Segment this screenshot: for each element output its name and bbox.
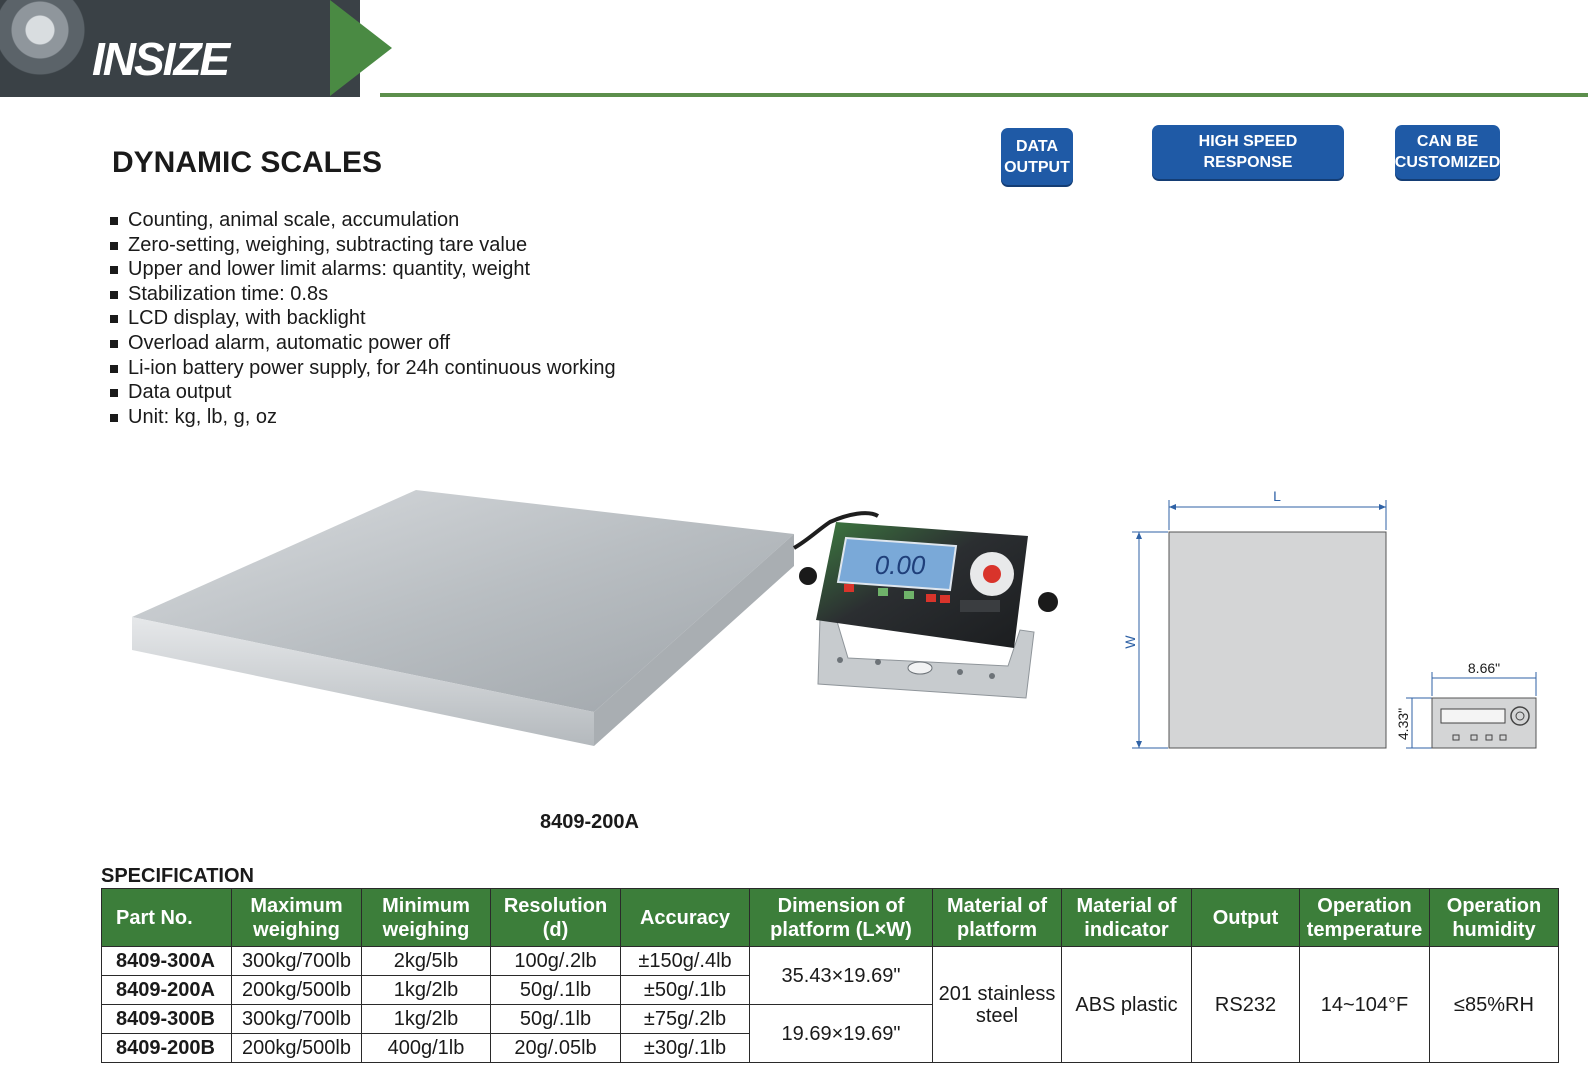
cable: [793, 511, 880, 550]
platform-right-side: [594, 534, 794, 746]
badge-line: DATA: [1015, 137, 1059, 155]
header-arrow-shape: [330, 0, 392, 96]
accuracy-cell: ±30g/.1lb: [620, 1033, 750, 1063]
accuracy-cell: ±50g/.1lb: [620, 975, 750, 1005]
feature-item: Zero-setting, weighing, subtracting tare…: [108, 233, 616, 258]
table-row: 8409-200B 200kg/500lb 400g/1lb 20g/.05lb…: [101, 1033, 1559, 1063]
resolution-cell: 50g/.1lb: [490, 1004, 621, 1034]
part-number-cell: 8409-200A: [101, 975, 232, 1005]
badge-data-output: DATA OUTPUT: [1001, 128, 1073, 185]
header-banner-photo: [0, 0, 360, 97]
feature-list: Counting, animal scale, accumulation Zer…: [108, 208, 616, 429]
indicator-material-cell: ABS plastic: [1061, 946, 1192, 1063]
feature-item: Li-ion battery power supply, for 24h con…: [108, 356, 616, 381]
badge-high-speed-response: HIGH SPEED RESPONSE: [1152, 125, 1344, 179]
accuracy-cell: ±150g/.4lb: [620, 946, 750, 976]
output-cell: RS232: [1191, 946, 1300, 1063]
part-number-cell: 8409-300A: [101, 946, 232, 976]
brand-logo: INSIZE: [92, 32, 230, 86]
table-row: 8409-300A 300kg/700lb 2kg/5lb 100g/.2lb …: [101, 946, 1559, 1063]
platform-outline: [1168, 531, 1387, 749]
column-header: Maximum weighing: [231, 888, 362, 947]
feature-item: LCD display, with backlight: [108, 306, 616, 331]
column-header: Material of indicator: [1061, 888, 1192, 947]
column-header: Operation temperature: [1299, 888, 1430, 947]
resolution-cell: 100g/.2lb: [490, 946, 621, 976]
page-title: DYNAMIC SCALES: [112, 146, 383, 179]
indicator-width-label: 8.66": [1468, 660, 1500, 676]
dimension-diagram: L W 8.66" 4.33": [1122, 488, 1537, 749]
feature-item: Stabilization time: 0.8s: [108, 282, 616, 307]
specification-table: Part No. Maximum weighing Minimum weighi…: [101, 888, 1559, 1063]
max-weighing-cell: 300kg/700lb: [231, 1004, 362, 1034]
column-header: Material of platform: [932, 888, 1062, 947]
max-weighing-cell: 200kg/500lb: [231, 1033, 362, 1063]
badge-line: CUSTOMIZED: [1394, 154, 1501, 171]
temperature-cell: 14~104°F: [1299, 946, 1430, 1063]
column-header: Output: [1191, 888, 1300, 947]
header-divider: [380, 93, 1588, 97]
part-number-cell: 8409-200B: [101, 1033, 232, 1063]
dimension-cell: 19.69×19.69": [749, 1004, 933, 1063]
platform-front-side: [132, 617, 594, 746]
feature-item: Overload alarm, automatic power off: [108, 331, 616, 356]
column-header: Minimum weighing: [361, 888, 491, 947]
feature-item: Counting, animal scale, accumulation: [108, 208, 616, 233]
feature-item: Unit: kg, lb, g, oz: [108, 405, 616, 430]
lcd-screen: [836, 536, 958, 592]
min-weighing-cell: 1kg/2lb: [361, 975, 491, 1005]
max-weighing-cell: 200kg/500lb: [231, 975, 362, 1005]
product-caption: 8409-200A: [540, 811, 639, 833]
min-weighing-cell: 400g/1lb: [361, 1033, 491, 1063]
column-header: Part No.: [101, 888, 232, 947]
product-image-scale: 0.00: [132, 490, 1058, 746]
resolution-cell: 50g/.1lb: [490, 975, 621, 1005]
column-header: Operation humidity: [1429, 888, 1559, 947]
lcd-reading: 0.00: [875, 550, 926, 580]
min-weighing-cell: 2kg/5lb: [361, 946, 491, 976]
part-number-cell: 8409-300B: [101, 1004, 232, 1034]
accuracy-cell: ±75g/.2lb: [620, 1004, 750, 1034]
brand-logo-text: INSIZE: [92, 33, 230, 85]
table-row: 8409-300B 300kg/700lb 1kg/2lb 50g/.1lb ±…: [101, 1004, 1559, 1063]
table-header-row: Part No. Maximum weighing Minimum weighi…: [101, 888, 1559, 947]
dimension-label-w: W: [1122, 635, 1138, 649]
badge-line: OUTPUT: [1004, 158, 1070, 176]
badge-line: HIGH SPEED RESPONSE: [1198, 133, 1298, 171]
feature-item: Upper and lower limit alarms: quantity, …: [108, 257, 616, 282]
platform-top: [132, 490, 794, 712]
resolution-cell: 20g/.05lb: [490, 1033, 621, 1063]
dimension-cell: 35.43×19.69": [749, 946, 933, 1005]
max-weighing-cell: 300kg/700lb: [231, 946, 362, 976]
min-weighing-cell: 1kg/2lb: [361, 1004, 491, 1034]
dimension-label-l: L: [1273, 488, 1281, 504]
badge-can-be-customized: CAN BE CUSTOMIZED: [1395, 125, 1500, 179]
badge-line: CAN BE: [1416, 133, 1479, 150]
humidity-cell: ≤85%RH: [1429, 946, 1559, 1063]
feature-item: Data output: [108, 380, 616, 405]
column-header: Resolution (d): [490, 888, 621, 947]
platform-material-cell: 201 stainless steel: [932, 946, 1062, 1063]
column-header: Accuracy: [620, 888, 750, 947]
indicator-height-label: 4.33": [1395, 708, 1411, 740]
column-header: Dimension of platform (L×W): [749, 888, 933, 947]
specification-title: SPECIFICATION: [101, 865, 254, 887]
indicator-bracket: [817, 617, 1035, 699]
